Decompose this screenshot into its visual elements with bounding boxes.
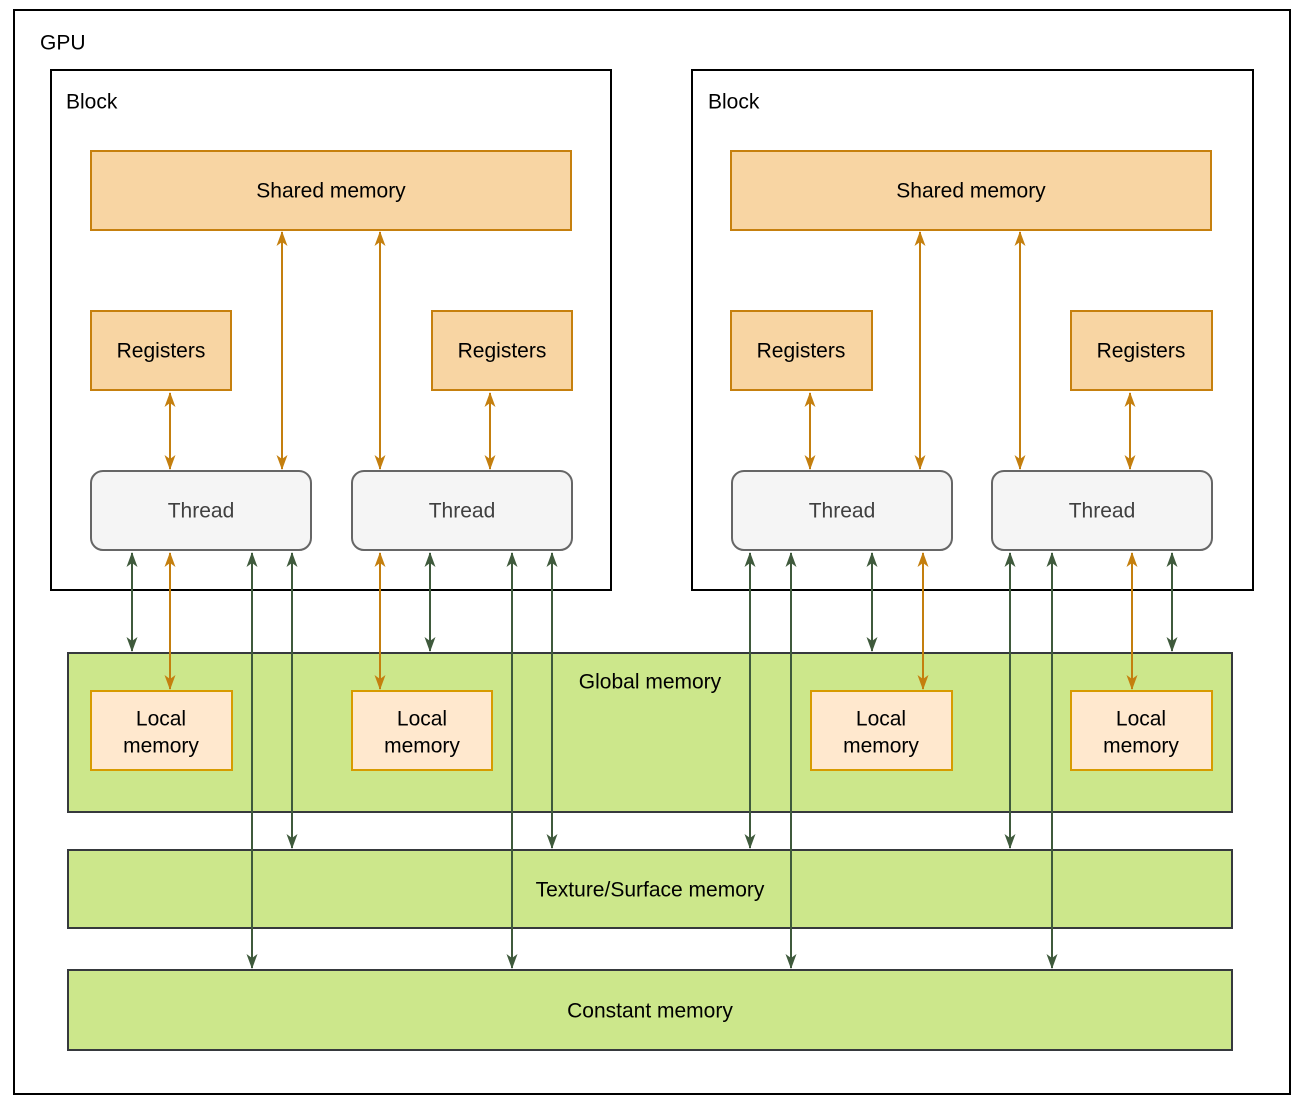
block-1-box bbox=[50, 69, 612, 591]
thread-3-label: Thread bbox=[809, 500, 876, 523]
global-memory-box bbox=[67, 652, 1233, 813]
registers-2a-box bbox=[730, 310, 873, 391]
global-memory-label: Global memory bbox=[579, 671, 722, 694]
thread-1-box bbox=[90, 470, 312, 551]
local-memory-3-label-line1: Local bbox=[856, 708, 906, 731]
constant-memory: Constant memory bbox=[67, 969, 1233, 1051]
local-memory-1-label-line2: memory bbox=[123, 735, 199, 758]
block-2: Block Shared memory Registers Registers … bbox=[691, 69, 1254, 591]
local-memory-3-label-line2: memory bbox=[843, 735, 919, 758]
registers-2a-label: Registers bbox=[757, 340, 846, 363]
registers-2b-box bbox=[1070, 310, 1213, 391]
block-1: Block Shared memory Registers Registers … bbox=[50, 69, 612, 591]
registers-1a-box bbox=[90, 310, 232, 391]
texture-surface-memory-box bbox=[67, 849, 1233, 929]
constant-memory-label: Constant memory bbox=[567, 1000, 733, 1023]
local-memory-2-label-line2: memory bbox=[384, 735, 460, 758]
global-memory: Global memory Local memory Local memory … bbox=[67, 652, 1233, 813]
texture-surface-memory-label: Texture/Surface memory bbox=[536, 879, 765, 902]
registers-1b-box bbox=[431, 310, 573, 391]
registers-2b-label: Registers bbox=[1097, 340, 1186, 363]
block-2-label: Block bbox=[708, 91, 760, 114]
block-2-box bbox=[691, 69, 1254, 591]
shared-memory-2-label: Shared memory bbox=[896, 180, 1046, 203]
texture-surface-memory: Texture/Surface memory bbox=[67, 849, 1233, 929]
thread-1-label: Thread bbox=[168, 500, 235, 523]
local-memory-4-label-line2: memory bbox=[1103, 735, 1179, 758]
thread-4-box bbox=[991, 470, 1213, 551]
local-memory-1-label-line1: Local bbox=[136, 708, 186, 731]
thread-4-label: Thread bbox=[1069, 500, 1136, 523]
thread-2-label: Thread bbox=[429, 500, 496, 523]
local-memory-3-box bbox=[810, 690, 953, 771]
gpu-label: GPU bbox=[40, 32, 86, 55]
shared-memory-2-box bbox=[730, 150, 1212, 231]
local-memory-4-label-line1: Local bbox=[1116, 708, 1166, 731]
shared-memory-1-box bbox=[90, 150, 572, 231]
registers-1b-label: Registers bbox=[458, 340, 547, 363]
local-memory-1-box bbox=[90, 690, 233, 771]
block-1-label: Block bbox=[66, 91, 118, 114]
thread-2-box bbox=[351, 470, 573, 551]
constant-memory-box bbox=[67, 969, 1233, 1051]
local-memory-2-box bbox=[351, 690, 493, 771]
registers-1a-label: Registers bbox=[117, 340, 206, 363]
thread-3-box bbox=[731, 470, 953, 551]
shared-memory-1-label: Shared memory bbox=[256, 180, 406, 203]
gpu-box bbox=[13, 9, 1291, 1095]
local-memory-4-box bbox=[1070, 690, 1213, 771]
local-memory-2-label-line1: Local bbox=[397, 708, 447, 731]
